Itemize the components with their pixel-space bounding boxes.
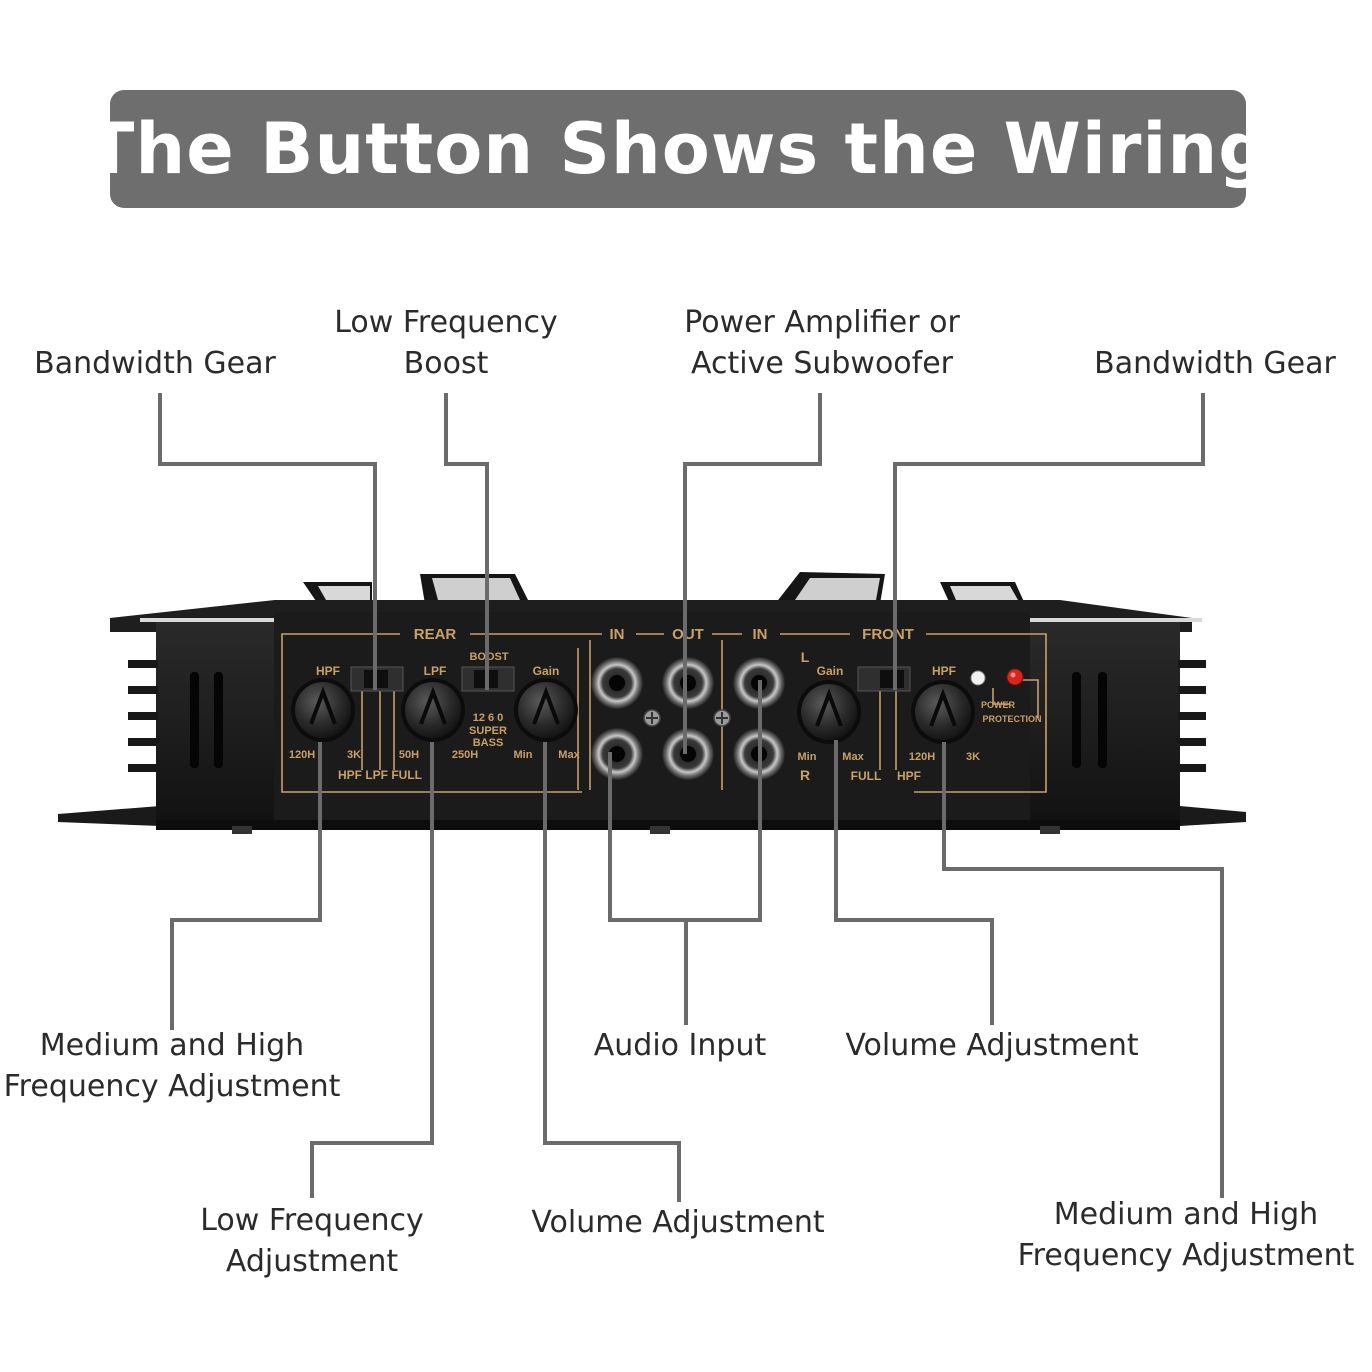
leader-mid-high-left	[170, 742, 322, 1030]
label-protection: PROTECTION	[982, 714, 1041, 724]
label-50h: 50H	[399, 749, 419, 761]
knob-front-gain[interactable]	[797, 680, 861, 744]
knob-rear-gain[interactable]	[514, 678, 578, 742]
label-in-2: IN	[753, 626, 768, 643]
label-boost-levels: 12 6 0	[473, 712, 504, 724]
label-channel-r: R	[800, 767, 810, 783]
leader-lines	[158, 393, 1224, 1202]
callout-bandwidth-gear-left: Bandwidth Gear	[34, 346, 276, 381]
label-lpf: LPF	[424, 664, 447, 678]
leader-volume-right	[834, 740, 994, 1025]
label-120h-2: 120H	[909, 751, 935, 763]
callout-power-amplifier: Power Amplifier or Active Subwoofer	[684, 305, 960, 381]
callout-mid-high-left: Medium and High Frequency Adjustment	[3, 1028, 341, 1104]
callout-mid-high-right: Medium and High Frequency Adjustment	[1017, 1197, 1355, 1273]
amplifier-body	[58, 572, 1246, 834]
callout-audio-input: Audio Input	[593, 1028, 767, 1063]
leader-power-amp	[683, 393, 822, 754]
label-gain-1: Gain	[533, 664, 560, 678]
callout-low-frequency-adjustment: Low Frequency Adjustment	[200, 1203, 424, 1279]
led-power	[970, 670, 986, 686]
label-120h-1: 120H	[289, 749, 315, 761]
label-min-1: Min	[514, 749, 533, 761]
label-hpf-1: HPF	[316, 664, 340, 678]
rca-in-rear-top[interactable]	[591, 657, 643, 709]
label-front: FRONT	[862, 626, 914, 643]
led-protection	[1006, 668, 1024, 686]
rca-out-top[interactable]	[662, 657, 714, 709]
label-channel-l: L	[801, 649, 810, 665]
knob-rear-lpf[interactable]	[401, 678, 465, 742]
label-hpf-2: HPF	[897, 769, 921, 783]
title-banner: The Button Shows the Wiring	[87, 90, 1268, 208]
label-hpf-lpf-full: HPF LPF FULL	[338, 768, 422, 782]
leader-mid-high-right	[942, 742, 1224, 1198]
label-250h: 250H	[452, 749, 478, 761]
leader-bandwidth-gear-right	[893, 393, 1205, 690]
label-min-2: Min	[798, 751, 817, 763]
label-max-2: Max	[842, 751, 864, 763]
label-3k-1: 3K	[347, 749, 361, 761]
knob-front-hpf[interactable]	[911, 680, 975, 744]
switch-front-bandwidth[interactable]	[857, 666, 911, 692]
label-3k-2: 3K	[966, 751, 980, 763]
rca-in-rear-bottom[interactable]	[591, 728, 643, 780]
leader-volume-center	[543, 742, 681, 1202]
knob-rear-hpf[interactable]	[291, 678, 355, 742]
label-gain-2: Gain	[817, 664, 844, 678]
label-out: OUT	[672, 626, 704, 643]
callout-low-frequency-boost: Low Frequency Boost	[334, 305, 558, 381]
callout-volume-right: Volume Adjustment	[845, 1028, 1139, 1063]
label-hpf-3: HPF	[932, 664, 956, 678]
leader-bandwidth-gear-left	[158, 393, 377, 690]
panel-screws	[643, 709, 731, 727]
label-power: POWER	[981, 700, 1016, 710]
banner-title: The Button Shows the Wiring	[86, 108, 1270, 190]
callout-volume-center: Volume Adjustment	[531, 1205, 825, 1240]
panel-labels: REAR IN OUT IN FRONT HPF LPF BOOST Gain …	[289, 626, 1042, 783]
leader-low-freq-boost	[444, 393, 489, 690]
label-super: SUPER	[469, 725, 507, 737]
label-boost: BOOST	[469, 651, 508, 663]
label-max-1: Max	[558, 749, 580, 761]
leader-low-freq-adj	[310, 742, 434, 1198]
label-in-1: IN	[610, 626, 625, 643]
callout-bandwidth-gear-right: Bandwidth Gear	[1094, 346, 1336, 381]
label-bass: BASS	[473, 737, 504, 749]
label-full: FULL	[851, 769, 882, 783]
label-rear: REAR	[414, 626, 457, 643]
rca-out-bottom[interactable]	[662, 728, 714, 780]
